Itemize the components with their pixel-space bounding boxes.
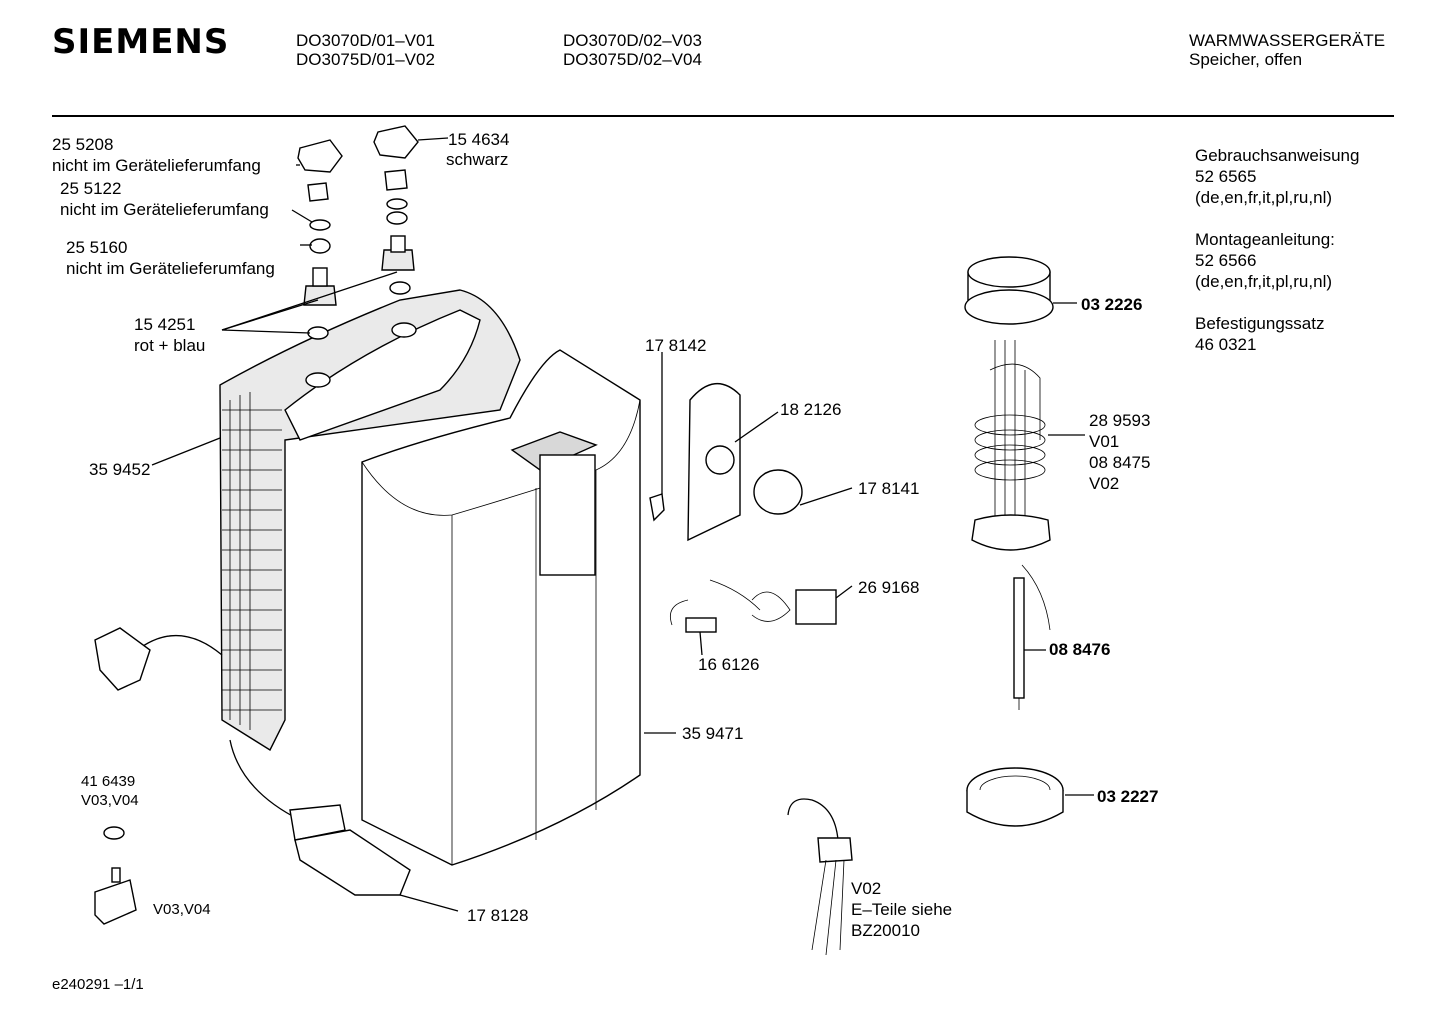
part-number-label: 28 9593: [1089, 411, 1151, 430]
heater-assembly-drawing: [964, 256, 1064, 827]
thermostat-parts-drawing: [649, 382, 837, 633]
part-variant-label: V03,V04: [153, 901, 211, 918]
doc-number: 52 6566: [1195, 251, 1257, 270]
doc-number: 46 0321: [1195, 335, 1257, 354]
doc-title: Befestigungssatz: [1195, 314, 1325, 333]
part-number-label: 25 5208: [52, 135, 114, 154]
part-number-label: 03 2226: [1081, 295, 1143, 314]
rear-housing-drawing: [219, 281, 521, 752]
brand-logo: SIEMENS: [52, 22, 230, 62]
part-number-label: 35 9471: [682, 724, 744, 743]
part-number-label: 17 8142: [645, 336, 707, 355]
part-note-label: nicht im Gerätelieferumfang: [60, 200, 269, 219]
part-number-label: 16 6126: [698, 655, 760, 674]
part-number-label: 03 2227: [1097, 787, 1159, 806]
part-variant-label: V01: [1089, 432, 1120, 451]
part-variant-label: V02: [1089, 474, 1120, 493]
doc-languages: (de,en,fr,it,pl,ru,nl): [1195, 272, 1333, 291]
part-note-label: rot + blau: [134, 336, 206, 355]
model-number: DO3070D/01–V01: [296, 31, 435, 50]
model-number: DO3075D/02–V04: [563, 50, 702, 69]
part-number-label: 25 5122: [60, 179, 122, 198]
doc-title: Montageanleitung:: [1195, 230, 1335, 249]
part-variant-label: V03,V04: [81, 792, 139, 809]
doc-number: 52 6565: [1195, 167, 1257, 186]
part-number-label: 18 2126: [780, 400, 842, 419]
part-number-label: 26 9168: [858, 578, 920, 597]
power-cord-drawing: [94, 627, 301, 821]
part-number-label: 15 4634: [448, 130, 510, 149]
part-note-label: nicht im Gerätelieferumfang: [66, 259, 275, 278]
part-note-label: E–Teile siehe: [851, 900, 953, 919]
part-number-label: 15 4251: [134, 315, 196, 334]
part-number-label: 17 8141: [858, 479, 920, 498]
part-number-label: 08 8475: [1089, 453, 1151, 472]
part-note-label: nicht im Gerätelieferumfang: [52, 156, 261, 175]
misc-parts-drawing: [94, 826, 137, 925]
part-number-label: 08 8476: [1049, 640, 1111, 659]
part-number-label: 17 8128: [467, 906, 529, 925]
terminal-block-drawing: [289, 804, 411, 896]
category-title: WARMWASSERGERÄTE: [1189, 31, 1386, 50]
doc-languages: (de,en,fr,it,pl,ru,nl): [1195, 188, 1333, 207]
part-number-label: 25 5160: [66, 238, 128, 257]
drawing-id: e240291 –1/1: [52, 976, 144, 993]
part-note-label: BZ20010: [851, 921, 920, 940]
model-number: DO3075D/01–V02: [296, 50, 435, 69]
part-variant-label: V02: [851, 879, 882, 898]
part-number-label: 41 6439: [81, 773, 136, 790]
faucet-drawing: [787, 798, 853, 956]
doc-title: Gebrauchsanweisung: [1195, 146, 1360, 165]
top-fittings-drawing: [297, 125, 419, 306]
leader-lines: [151, 137, 1094, 912]
category-subtitle: Speicher, offen: [1189, 50, 1303, 69]
part-number-label: 35 9452: [89, 460, 151, 479]
part-note-label: schwarz: [446, 150, 509, 169]
model-number: DO3070D/02–V03: [563, 31, 702, 50]
front-cover-drawing: [361, 349, 641, 866]
